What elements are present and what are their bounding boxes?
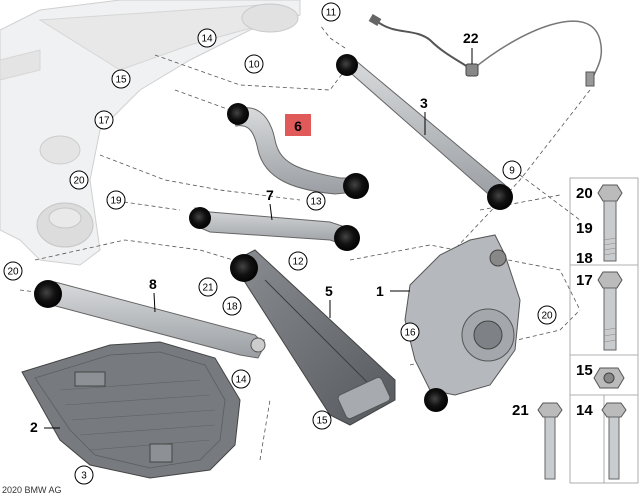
svg-text:15: 15 <box>115 75 127 86</box>
svg-text:11: 11 <box>326 8 337 19</box>
svg-text:16: 16 <box>404 328 416 339</box>
side-label-14: 14 <box>576 402 593 419</box>
side-label-21: 21 <box>512 402 529 419</box>
label-7: 7 <box>266 187 274 203</box>
svg-text:13: 13 <box>310 197 322 208</box>
label-22: 22 <box>463 30 479 46</box>
side-label-19: 19 <box>576 220 593 237</box>
control-arm-8 <box>34 280 266 359</box>
callout-3: 3 <box>74 465 94 485</box>
side-label-17: 17 <box>576 272 593 289</box>
control-arm-5 <box>230 249 396 426</box>
svg-text:12: 12 <box>292 257 304 268</box>
callout-21: 21 <box>198 277 218 297</box>
callout-9: 9 <box>502 160 522 180</box>
callout-10: 10 <box>244 54 264 74</box>
svg-text:19: 19 <box>110 196 122 207</box>
callout-20a: 20 <box>69 170 89 190</box>
label-1: 1 <box>376 283 384 299</box>
label-4: 3 <box>420 95 428 111</box>
highlight-box <box>285 114 311 136</box>
callout-15a: 15 <box>111 69 131 89</box>
svg-text:20: 20 <box>73 176 85 187</box>
control-arm-6 <box>227 103 369 199</box>
svg-text:14: 14 <box>235 375 247 386</box>
label-2: 2 <box>30 419 38 435</box>
svg-text:21: 21 <box>202 283 214 294</box>
callout-15b: 15 <box>312 410 332 430</box>
svg-text:20: 20 <box>541 311 553 322</box>
callout-18: 18 <box>222 296 242 316</box>
side-label-20: 20 <box>576 185 593 202</box>
svg-text:17: 17 <box>98 116 110 127</box>
control-arm-7 <box>189 207 360 251</box>
callout-12: 12 <box>288 251 308 271</box>
callout-17: 17 <box>94 110 114 130</box>
label-6: 6 <box>294 118 302 134</box>
wheel-carrier-1 <box>404 234 521 412</box>
hardware-panel <box>537 177 639 484</box>
callout-20c: 20 <box>3 261 23 281</box>
svg-text:20: 20 <box>7 267 19 278</box>
callout-19: 19 <box>106 190 126 210</box>
svg-text:9: 9 <box>509 166 515 177</box>
svg-text:14: 14 <box>201 34 213 45</box>
svg-text:18: 18 <box>226 302 238 313</box>
callout-20b: 20 <box>537 305 557 325</box>
wheel-speed-sensor-22 <box>368 14 603 87</box>
copyright: 2020 BMW AG <box>2 485 62 495</box>
label-5: 5 <box>325 283 333 299</box>
callout-16: 16 <box>400 322 420 342</box>
underbody-cover-2 <box>21 341 241 479</box>
side-label-15: 15 <box>576 362 593 379</box>
rear-subframe <box>0 0 301 266</box>
callout-11: 11 <box>321 2 341 22</box>
callout-14a: 14 <box>197 28 217 48</box>
svg-text:15: 15 <box>316 416 328 427</box>
svg-text:3: 3 <box>81 471 87 482</box>
svg-text:10: 10 <box>248 60 260 71</box>
callout-14b: 14 <box>231 369 251 389</box>
callout-13: 13 <box>306 191 326 211</box>
label-8: 8 <box>149 276 157 292</box>
side-label-18: 18 <box>576 250 593 267</box>
